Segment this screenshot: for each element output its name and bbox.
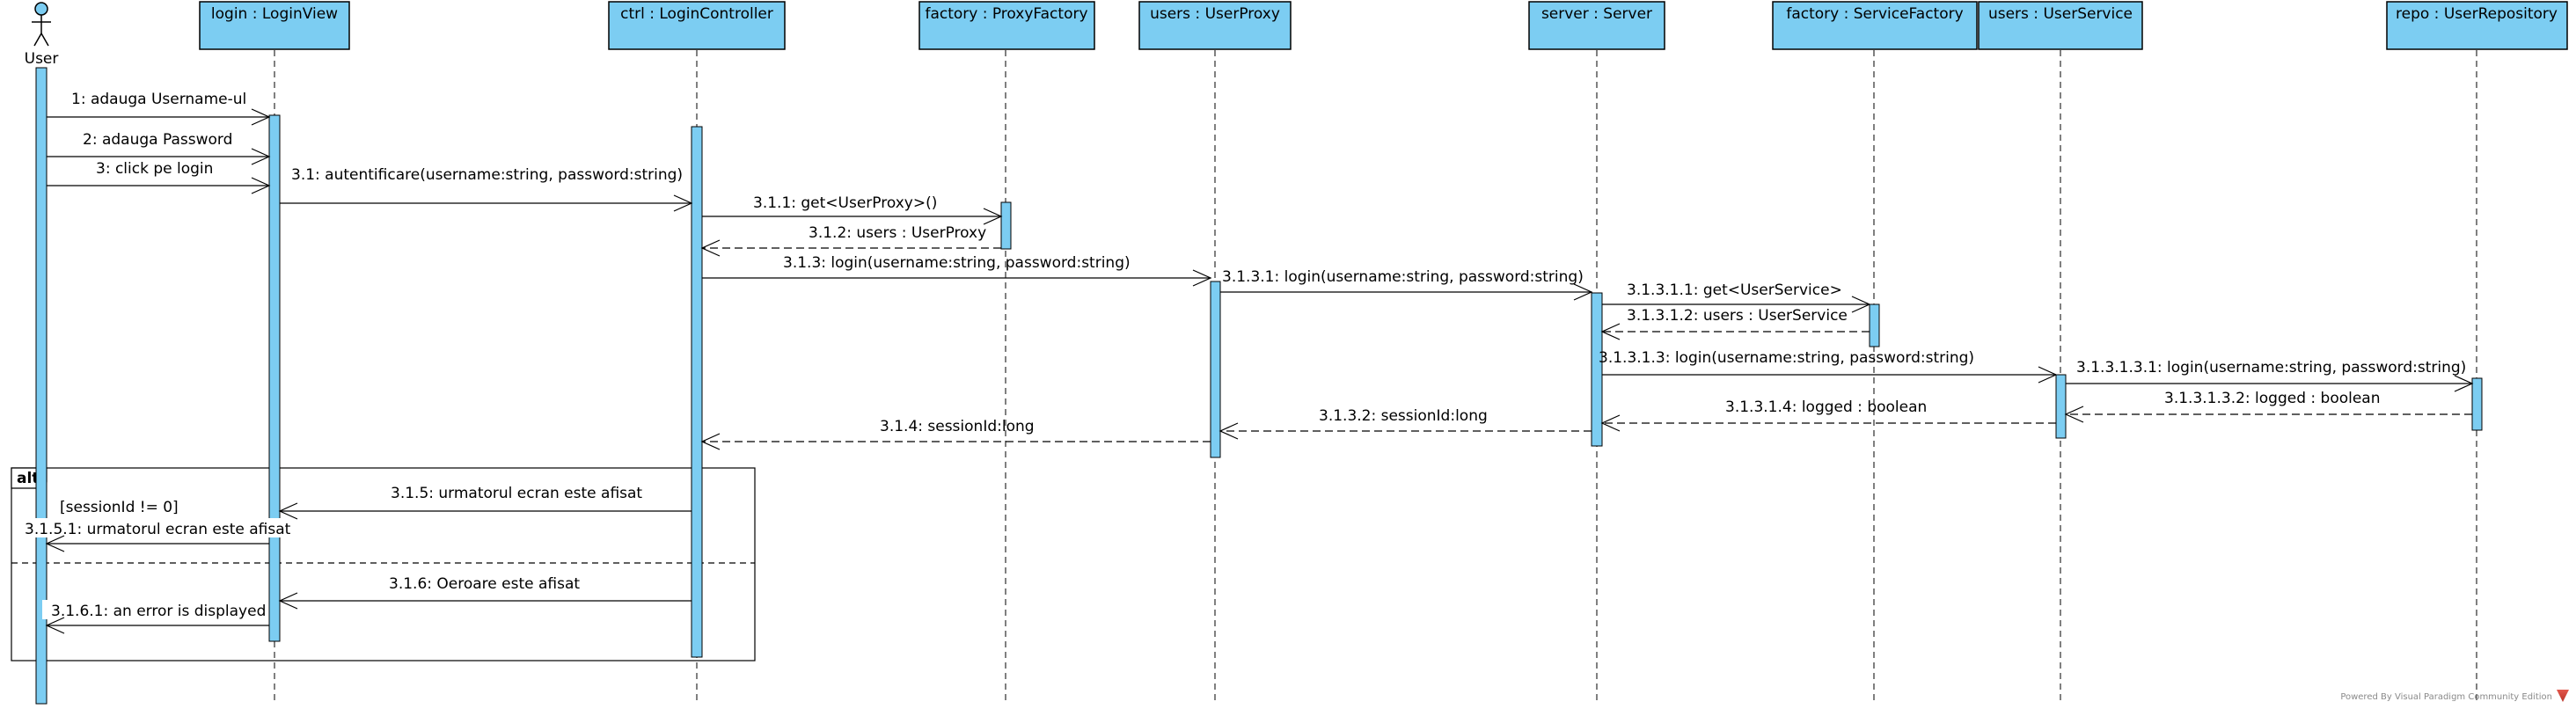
activation-user [35, 67, 48, 705]
alt-fragment[interactable]: alt [sessionId != 0] [11, 467, 756, 661]
svg-text:3.1.4: sessionId:long: 3.1.4: sessionId:long [880, 418, 1035, 435]
activation-login [268, 114, 281, 642]
visual-paradigm-logo-icon [2557, 690, 2569, 702]
fragment-guard: [sessionId != 0] [60, 499, 179, 516]
message-1[interactable]: 1: adauga Username-ul [47, 91, 271, 126]
message-3-1-4[interactable]: 3.1.4: sessionId:long [700, 418, 1211, 450]
message-3-1-3[interactable]: 3.1.3: login(username:string, password:s… [702, 254, 1212, 287]
activation-user-proxy [1210, 281, 1221, 458]
message-3-1-3-1-3-1[interactable]: 3.1.3.1.3.1: login(username:string, pass… [2066, 359, 2474, 392]
activation-user-service [2055, 374, 2067, 439]
actor-user[interactable]: User [25, 2, 59, 68]
message-3-1-3-1-1[interactable]: 3.1.3.1.1: get<UserService> [1602, 281, 1871, 313]
activation-ctrl [691, 126, 703, 658]
svg-text:3.1.3.1.3.1: login(username:st: 3.1.3.1.3.1: login(username:string, pass… [2076, 359, 2466, 376]
watermark: Powered By Visual Paradigm Community Edi… [2340, 690, 2569, 702]
message-3-1-3-2[interactable]: 3.1.3.2: sessionId:long [1218, 407, 1592, 440]
svg-text:1: adauga Username-ul: 1: adauga Username-ul [71, 91, 246, 108]
activation-proxy-factory [1000, 201, 1012, 250]
svg-text:3.1.3.1.3: login(username:stri: 3.1.3.1.3: login(username:string, passwo… [1599, 349, 1974, 367]
lifeline-service-factory[interactable]: factory : ServiceFactory [1772, 1, 1978, 704]
message-3-1-2[interactable]: 3.1.2: users : UserProxy [700, 224, 1001, 257]
message-2[interactable]: 2: adauga Password [47, 131, 271, 165]
svg-text:3.1.6.1: an error is displayed: 3.1.6.1: an error is displayed [51, 603, 266, 620]
lifeline-user-proxy[interactable]: users : UserProxy [1138, 1, 1292, 704]
lifeline-title: server : Server [1541, 5, 1652, 23]
message-3-1-1[interactable]: 3.1.1: get<UserProxy>() [702, 194, 1003, 225]
activation-server [1591, 292, 1603, 447]
lifeline-title: ctrl : LoginController [620, 5, 773, 23]
svg-text:3.1.3.1.3.2: logged : boolean: 3.1.3.1.3.2: logged : boolean [2164, 390, 2381, 407]
svg-text:Powered By Visual Paradigm Com: Powered By Visual Paradigm Community Edi… [2340, 692, 2552, 702]
message-3[interactable]: 3: click pe login [47, 160, 271, 194]
message-3-1-6[interactable]: 3.1.6: Oeroare este afisat [278, 575, 692, 610]
lifeline-title: factory : ServiceFactory [1786, 5, 1963, 23]
svg-text:3.1: autentificare(username:st: 3.1: autentificare(username:string, pass… [291, 166, 683, 184]
lifeline-proxy-factory[interactable]: factory : ProxyFactory [918, 1, 1095, 704]
svg-text:3.1.6: Oeroare este afisat: 3.1.6: Oeroare este afisat [389, 575, 580, 593]
svg-text:3.1.3.1.1: get<UserService>: 3.1.3.1.1: get<UserService> [1627, 281, 1842, 299]
message-3-1-3-1[interactable]: 3.1.3.1: login(username:string, password… [1220, 268, 1593, 301]
fragment-operator: alt [17, 470, 39, 487]
svg-text:3.1.3.1.2: users : UserService: 3.1.3.1.2: users : UserService [1627, 307, 1848, 325]
lifeline-title: repo : UserRepository [2396, 5, 2558, 23]
svg-text:3.1.3.1.4: logged : boolean: 3.1.3.1.4: logged : boolean [1725, 398, 1927, 416]
svg-text:3.1.5: urmatorul ecran este af: 3.1.5: urmatorul ecran este afisat [391, 485, 642, 502]
activation-user-repository [2471, 377, 2483, 431]
lifeline-server[interactable]: server : Server [1528, 1, 1665, 704]
message-3-1-5-1[interactable]: 3.1.5.1: urmatorul ecran este afisat [23, 518, 291, 552]
message-3-1-5[interactable]: 3.1.5: urmatorul ecran este afisat [278, 485, 692, 520]
lifeline-title: users : UserService [1988, 5, 2133, 23]
svg-text:3: click pe login: 3: click pe login [96, 160, 213, 178]
lifeline-user-service[interactable]: users : UserService [1978, 1, 2143, 704]
svg-text:3.1.3.1: login(username:string: 3.1.3.1: login(username:string, password… [1222, 268, 1584, 286]
lifeline-title: users : UserProxy [1150, 5, 1280, 23]
svg-text:3.1.2: users : UserProxy: 3.1.2: users : UserProxy [809, 224, 986, 242]
message-3-1-3-1-2[interactable]: 3.1.3.1.2: users : UserService [1600, 307, 1870, 340]
message-3-1-6-1[interactable]: 3.1.6.1: an error is displayed [42, 600, 269, 634]
message-3-1-3-1-4[interactable]: 3.1.3.1.4: logged : boolean [1600, 398, 2056, 432]
message-3-1[interactable]: 3.1: autentificare(username:string, pass… [280, 164, 693, 212]
lifeline-user-repository[interactable]: repo : UserRepository [2386, 1, 2568, 704]
lifeline-title: login : LoginView [211, 5, 338, 23]
message-3-1-3-1-3-2[interactable]: 3.1.3.1.3.2: logged : boolean [2064, 390, 2472, 423]
lifeline-title: factory : ProxyFactory [925, 5, 1087, 23]
svg-text:2: adauga Password: 2: adauga Password [83, 131, 232, 149]
svg-text:3.1.5.1: urmatorul ecran este: 3.1.5.1: urmatorul ecran este afisat [25, 521, 291, 538]
svg-text:3.1.3.2: sessionId:long: 3.1.3.2: sessionId:long [1319, 407, 1488, 425]
svg-text:3.1.3: login(username:string,: 3.1.3: login(username:string, password:s… [783, 254, 1131, 272]
activation-service-factory [1869, 303, 1880, 347]
svg-text:3.1.1: get<UserProxy>(): 3.1.1: get<UserProxy>() [753, 194, 937, 212]
actor-icon [32, 2, 51, 47]
message-3-1-3-1-3[interactable]: 3.1.3.1.3: login(username:string, passwo… [1599, 349, 2058, 384]
actor-name: User [25, 50, 59, 68]
